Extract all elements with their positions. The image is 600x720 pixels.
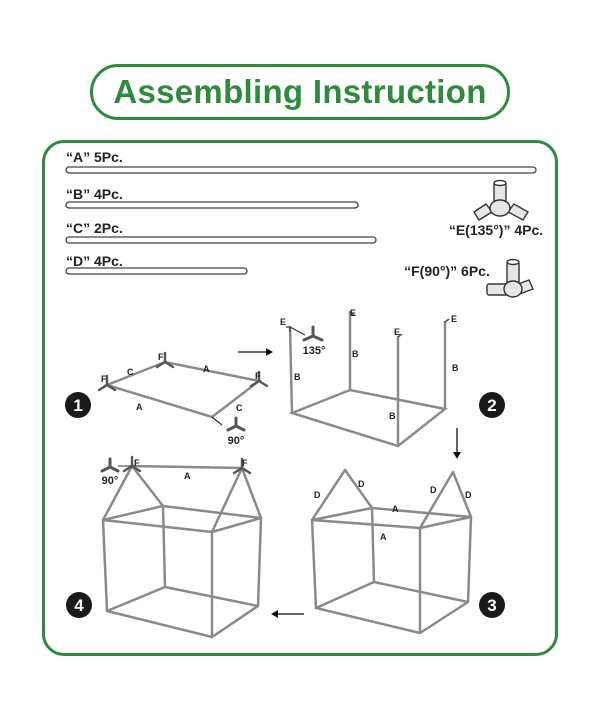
connector-e-icon	[473, 179, 529, 221]
instruction-panel	[42, 140, 558, 656]
connector-e-2	[444, 318, 450, 323]
rod-a	[65, 166, 537, 174]
label-b: B	[294, 372, 301, 382]
step3-diagram	[310, 468, 473, 635]
pointer-line	[211, 416, 223, 426]
step-3-number: 3	[487, 596, 496, 615]
label-f: F	[255, 371, 261, 381]
label-b: B	[452, 363, 459, 373]
part-c-label: “C” 2Pc.	[66, 220, 123, 236]
step-4-number: 4	[74, 596, 84, 615]
pointer-line	[289, 326, 306, 336]
connector-e-2	[397, 333, 403, 338]
label-f: F	[242, 458, 248, 468]
label-a: A	[380, 532, 387, 542]
label-f: F	[134, 458, 140, 468]
step-2-number: 2	[487, 396, 496, 415]
step-1-number: 1	[73, 396, 82, 415]
step-4-badge: 4	[66, 592, 92, 618]
label-a: A	[392, 504, 399, 514]
angle-135-label: 135°	[303, 345, 326, 357]
label-a: A	[184, 471, 191, 481]
label-f: F	[101, 374, 107, 384]
label-b: B	[389, 411, 396, 421]
label-a: A	[203, 364, 210, 374]
label-d: D	[358, 479, 365, 489]
label-e: E	[350, 308, 356, 318]
connector-e-2	[286, 326, 291, 332]
arrow-left-icon	[271, 610, 304, 618]
step4-diagram	[101, 464, 263, 639]
step-1-badge: 1	[65, 392, 91, 418]
title-banner: Assembling Instruction	[90, 64, 510, 120]
connector-90-icon	[226, 416, 246, 432]
label-d: D	[314, 490, 321, 500]
step2-diagram	[288, 310, 448, 448]
label-e: E	[280, 317, 286, 327]
step-3-badge: 3	[479, 592, 505, 618]
parts-list: “A” 5Pc. “B” 4Pc. “C” 2Pc. “D” 4Pc. “E(1…	[65, 149, 543, 298]
connector-e-2	[349, 311, 355, 316]
angle-90-label-2: 90°	[102, 475, 119, 487]
arrow-right-icon	[238, 348, 273, 356]
rod-c	[65, 236, 377, 244]
part-f-label: “F(90°)” 6Pc.	[404, 263, 490, 279]
label-c: C	[236, 403, 243, 413]
connector-f-icon	[486, 258, 534, 298]
label-a: A	[136, 402, 143, 412]
step-2-badge: 2	[479, 392, 505, 418]
angle-90-label-1: 90°	[228, 435, 245, 447]
part-e-label: “E(135°)” 4Pc.	[449, 222, 543, 238]
arrow-down-icon	[453, 428, 461, 459]
rod-d	[65, 267, 248, 275]
label-e: E	[394, 327, 400, 337]
label-c: C	[127, 367, 134, 377]
label-f: F	[158, 352, 164, 362]
part-d-label: “D” 4Pc.	[66, 253, 123, 269]
part-b-label: “B” 4Pc.	[66, 186, 123, 202]
page-title: Assembling Instruction	[113, 73, 487, 110]
label-e: E	[451, 314, 457, 324]
label-b: B	[352, 349, 359, 359]
label-d: D	[465, 490, 472, 500]
rod-b	[65, 201, 359, 209]
part-a-label: “A” 5Pc.	[66, 149, 123, 165]
label-d: D	[430, 485, 437, 495]
connector-90-icon	[100, 457, 120, 473]
connector-135-icon	[302, 325, 324, 342]
